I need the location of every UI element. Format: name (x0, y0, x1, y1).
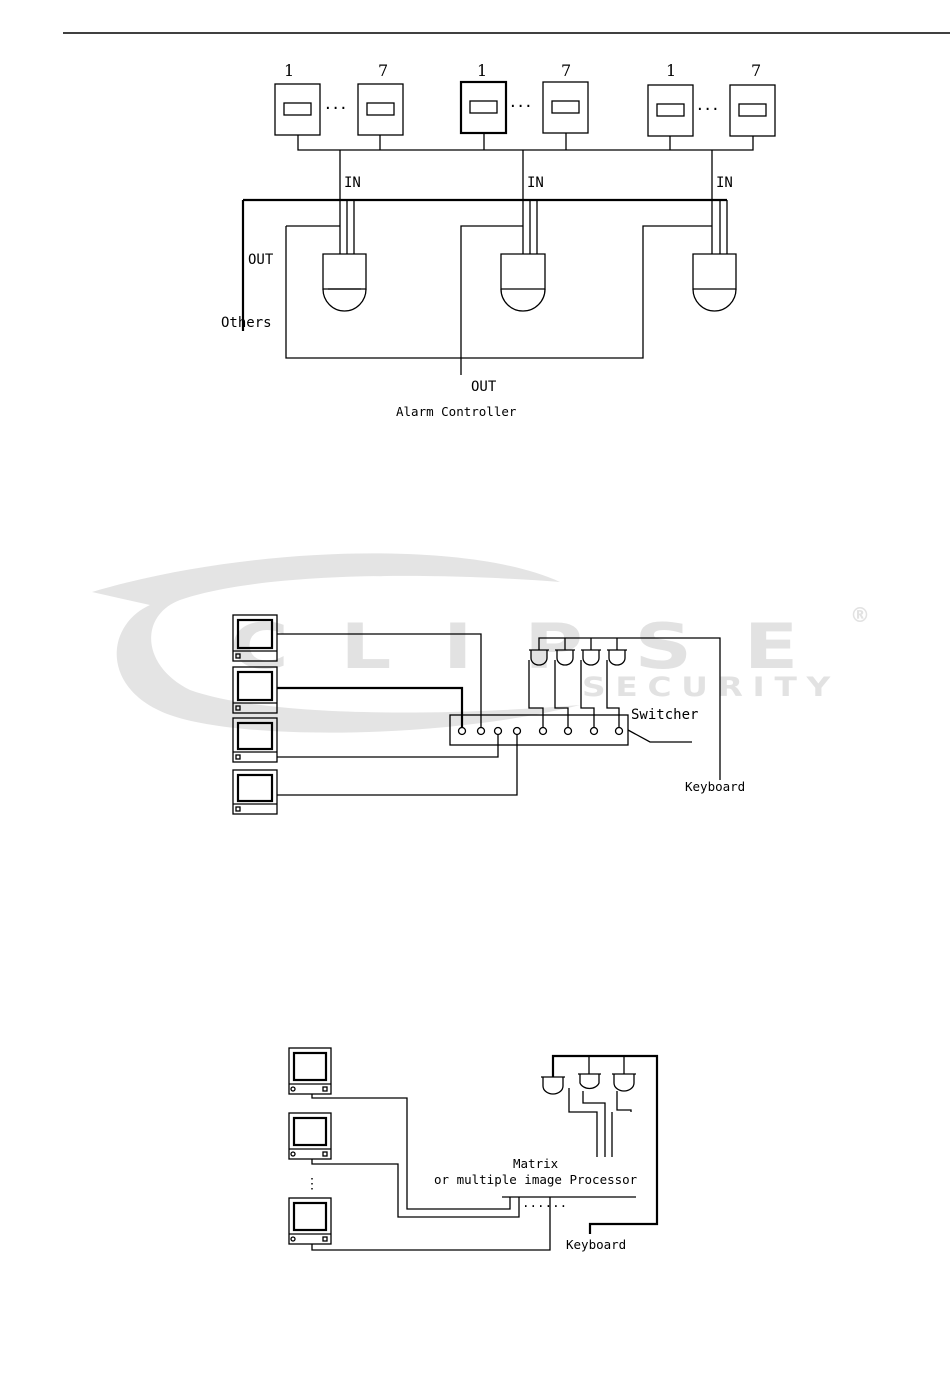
in-label: IN (716, 175, 733, 191)
sensor-window (284, 103, 311, 115)
sensor-group: ··· (648, 85, 775, 136)
matrix-label-line1: Matrix (513, 1156, 559, 1171)
sensor-box (730, 85, 775, 136)
dome-camera-small (612, 1074, 636, 1091)
monitor-wire (277, 735, 498, 757)
sensor-window (552, 101, 579, 113)
switcher-ports (459, 728, 623, 735)
sensor-window (657, 104, 684, 116)
in-label: IN (527, 175, 544, 191)
sensor-number-7: 7 (561, 61, 571, 80)
ellipsis: ··· (697, 99, 720, 120)
keyboard-wire (628, 730, 692, 742)
sensor-number-1: 1 (666, 61, 676, 80)
dome-camera-small (578, 1074, 601, 1089)
monitor-wire (312, 1094, 510, 1209)
alarm-controller-label: Alarm Controller (396, 404, 517, 419)
port-dots: ...... (522, 1195, 567, 1210)
out-label-left: OUT (248, 252, 274, 268)
sensor-group: ··· (275, 84, 403, 135)
dome-camera (693, 254, 736, 311)
vertical-dots: ⋮ (305, 1176, 319, 1192)
sensor-window (367, 103, 394, 115)
monitor-wire (312, 1197, 550, 1250)
keyboard-label: Keyboard (566, 1237, 626, 1252)
monitor (289, 1048, 331, 1094)
sensor-number-1: 1 (284, 61, 294, 80)
watermark-sub: SECURITY (582, 672, 840, 703)
matrix-diagram: ⋮ ...... Matrix or multiple image Proces… (289, 1048, 657, 1252)
monitor (289, 1198, 331, 1244)
switcher-label: Switcher (631, 707, 698, 723)
in-label: IN (344, 175, 361, 191)
ellipsis: ··· (510, 96, 533, 117)
dome-camera (323, 254, 366, 311)
video-wire (612, 1091, 631, 1157)
alarm-diagram: 1 7 1 7 1 7 ··· ··· ··· (221, 61, 775, 419)
sensor-box (461, 82, 506, 133)
out-label-bottom: OUT (471, 379, 497, 395)
out-bus (243, 200, 727, 331)
dome-camera (501, 254, 545, 311)
sensor-box (358, 84, 403, 135)
sensor-group: ··· (461, 82, 588, 133)
video-wire (583, 1091, 605, 1157)
watermark-mark: ® (850, 603, 870, 627)
monitor-wire (312, 1159, 519, 1217)
alarm-loop (286, 226, 712, 358)
alarm-out-wire (461, 226, 523, 375)
monitor (233, 770, 277, 814)
sensor-number-1: 1 (477, 61, 487, 80)
in-wire (340, 150, 354, 254)
monitor-wire (277, 735, 517, 795)
sensor-number-7: 7 (378, 61, 388, 80)
in-wire (712, 150, 727, 254)
matrix-label-line2: or multiple image Processor (434, 1172, 638, 1187)
sensor-window (739, 104, 766, 116)
sensor-window (470, 101, 497, 113)
sensor-box (648, 85, 693, 136)
others-label: Others (221, 315, 272, 331)
in-wire (523, 150, 537, 254)
keyboard-label: Keyboard (685, 779, 745, 794)
sensor-number-7: 7 (751, 61, 761, 80)
dome-camera-small (541, 1077, 565, 1094)
ellipsis: ··· (325, 98, 348, 119)
sensor-box (543, 82, 588, 133)
sensor-box (275, 84, 320, 135)
sensor-bus (298, 135, 753, 150)
monitor (289, 1113, 331, 1159)
